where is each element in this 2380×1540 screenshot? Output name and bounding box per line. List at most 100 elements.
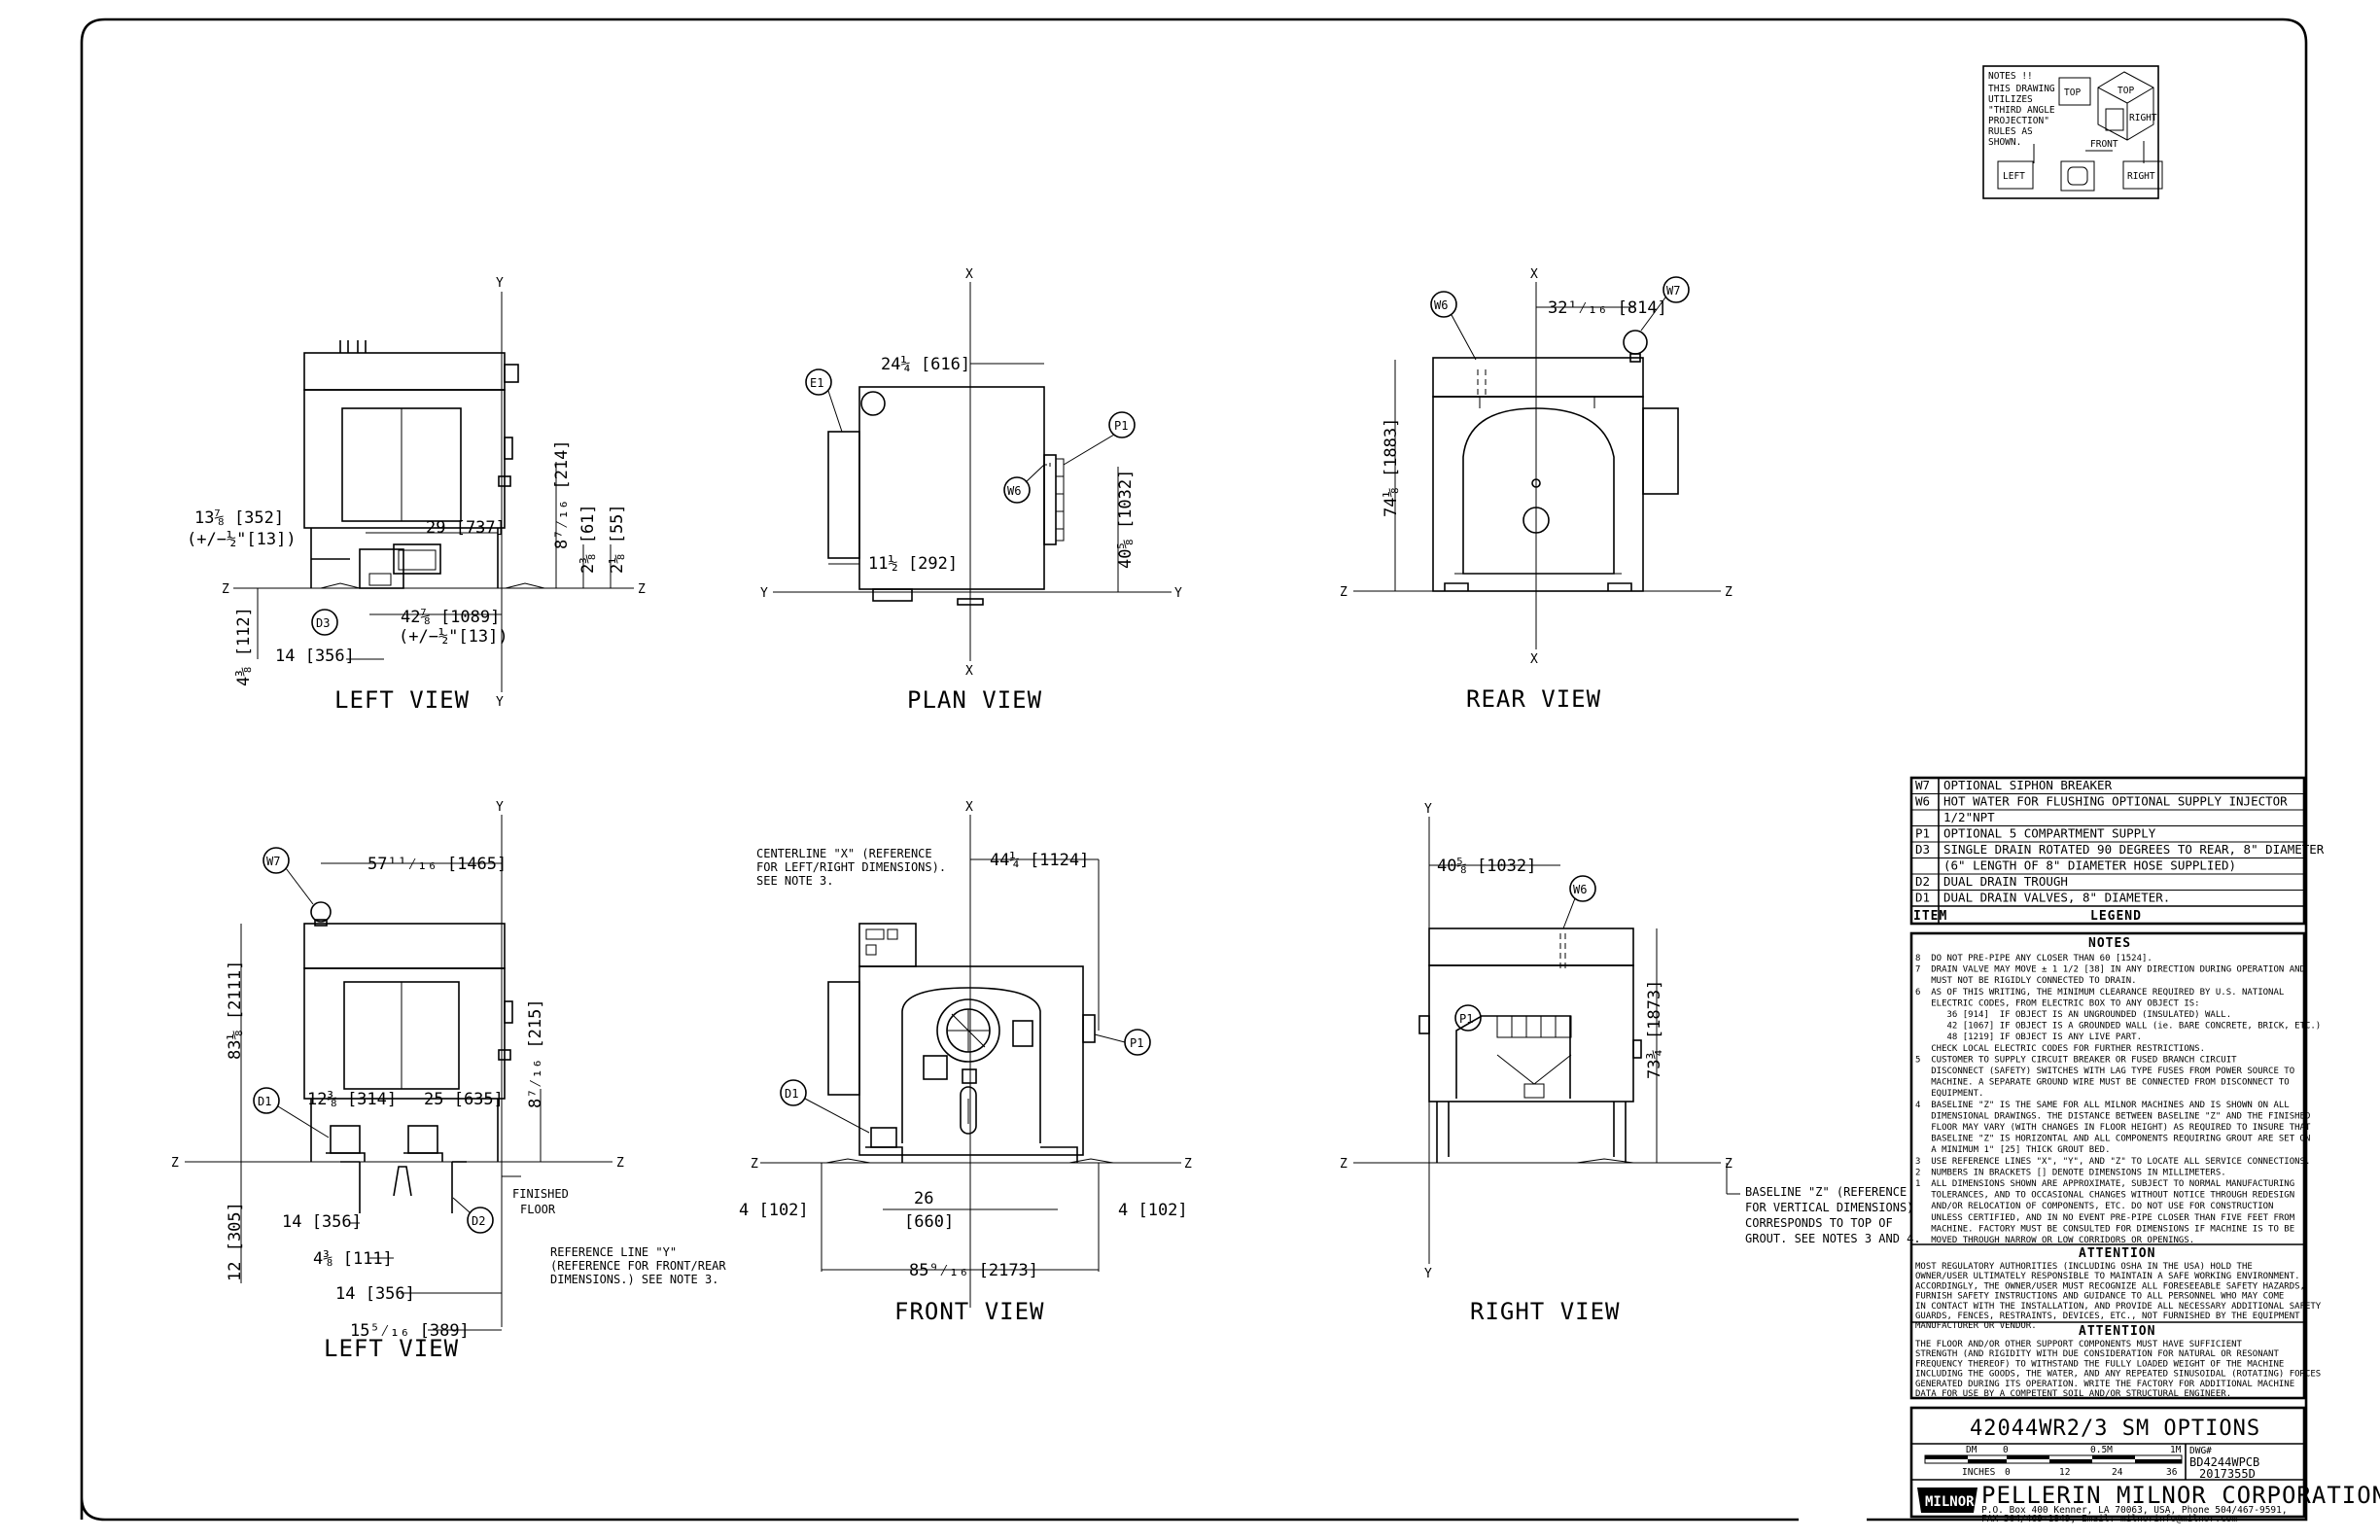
note-line: EQUIPMENT. [1915, 1089, 1983, 1099]
proj-note-line: RULES AS [1988, 126, 2033, 137]
axis-y-label: Y [1424, 802, 1432, 817]
note-line: IN CONTACT WITH THE INSTALLATION, AND PR… [1915, 1302, 2322, 1312]
proj-left-label: LEFT [2003, 171, 2025, 182]
title-block: 42044WR2/3 SM OPTIONS DM 0 0.5M 1M INCHE… [1909, 1406, 2380, 1524]
note-line: GUARDS, FENCES, RESTRAINTS, DEVICES, ETC… [1915, 1312, 2300, 1321]
attention1-header: ATTENTION [2079, 1246, 2155, 1261]
dim-83: 83⅛ [2111] [226, 961, 245, 1060]
axis-x-label: X [1530, 652, 1538, 667]
note-line: GENERATED DURING ITS OPERATION. WRITE TH… [1915, 1380, 2294, 1389]
legend-item-code: D1 [1915, 891, 1930, 905]
attention2-header: ATTENTION [2079, 1324, 2155, 1339]
dim-8: 8⁷⁄₁₆ [214] [552, 439, 572, 549]
dim-15: 15⁵⁄₁₆ [389] [350, 1321, 470, 1341]
dim-13-tol: (+/−½"[13]) [187, 530, 297, 549]
milnor-logo: MILNOR [1917, 1488, 1978, 1513]
note-line: TOLERANCES, AND TO OCCASIONAL CHANGES WI… [1915, 1191, 2294, 1201]
finished-floor-label-2: FLOOR [520, 1203, 556, 1216]
axis-z-label: Z [616, 1156, 624, 1171]
proj-top-label: TOP [2064, 88, 2081, 98]
dim-32: 32¹⁄₁₆ [814] [1548, 298, 1667, 318]
dim-42: 42⅞ [1089] [401, 608, 500, 627]
scale-1m: 1M [2170, 1445, 2182, 1455]
proj-note-line: PROJECTION" [1988, 116, 2049, 126]
note-line: FLOOR MAY VARY (WITH CHANGES IN FLOOR HE… [1915, 1123, 2311, 1133]
dim-40: 40⅝ [1032] [1116, 470, 1136, 569]
legend-item-code: W6 [1915, 794, 1930, 809]
legend-item-description: OPTIONAL 5 COMPARTMENT SUPPLY [1943, 826, 2156, 841]
legend-item-description: SINGLE DRAIN ROTATED 90 DEGREES TO REAR,… [1943, 842, 2325, 857]
note-line: FURNISH SAFETY INSTRUCTIONS AND GUIDANCE… [1915, 1292, 2284, 1302]
note-line: UNLESS CERTIFIED, AND IN NO EVENT PRE-PI… [1915, 1213, 2295, 1223]
axis-z-label: Z [1725, 1157, 1732, 1172]
axis-z-label: Z [222, 582, 229, 597]
note-line: MOST REGULATORY AUTHORITIES (INCLUDING O… [1915, 1262, 2253, 1272]
note-line: 2 NUMBERS IN BRACKETS [] DENOTE DIMENSIO… [1915, 1168, 2226, 1177]
axis-x-label: X [965, 267, 973, 282]
view-title-rear: REAR VIEW [1466, 685, 1601, 713]
axis-y-label: Y [496, 695, 504, 710]
note-line: CHECK LOCAL ELECTRIC CODES FOR FURTHER R… [1915, 1044, 2205, 1054]
axis-y-label: Y [496, 800, 504, 815]
bubble-p1: P1 [1114, 419, 1128, 433]
note-line: FREQUENCY THEREOF) TO WITHSTAND THE FULL… [1915, 1359, 2284, 1369]
proj-note-line: UTILIZES [1988, 94, 2033, 105]
proj-right2-label: RIGHT [2127, 171, 2155, 182]
note-line: A MINIMUM 1" [25] THICK GROUT BED. [1915, 1145, 2110, 1155]
note-line: OWNER/USER ULTIMATELY RESPONSIBLE TO MAI… [1915, 1272, 2300, 1281]
dim-14: 14 [356] [275, 647, 355, 666]
dim-4c: 4 [102] [1118, 1201, 1188, 1220]
baseline-note: BASELINE "Z" (REFERENCE [1745, 1185, 1907, 1199]
dwg-number: BD4244WPCB [2189, 1455, 2259, 1469]
scale-dm: DM [1966, 1445, 1978, 1455]
dwg-revision: 2017355D [2199, 1467, 2256, 1481]
legend-item-code: D3 [1915, 842, 1930, 857]
logo-text: MILNOR [1925, 1494, 1975, 1510]
note-line: 36 [914] IF OBJECT IS AN UNGROUNDED (INS… [1915, 1010, 2231, 1020]
dim-4b: 4⅜ [111] [313, 1249, 393, 1269]
baseline-note-2: FOR VERTICAL DIMENSIONS) [1745, 1201, 1913, 1214]
ref-y-note: REFERENCE LINE "Y" [550, 1245, 677, 1259]
axis-z-label: Z [751, 1157, 758, 1172]
dim-8b: 8⁷⁄₁₆ [215] [526, 998, 545, 1108]
bubble-w6: W6 [1573, 883, 1587, 896]
note-line: STRENGTH (AND RIGIDITY WITH DUE CONSIDER… [1915, 1349, 2279, 1359]
legend-item-description: OPTIONAL SIPHON BREAKER [1943, 778, 2113, 792]
scale-05m: 0.5M [2090, 1445, 2113, 1455]
proj-right-label: RIGHT [2129, 113, 2157, 123]
left-view-top: Y Y Z Z 13⅞ [352] (+/−½"[13]) 29 [737] 8… [187, 276, 646, 714]
scale-i0: 0 [2005, 1467, 2011, 1478]
axis-x-label: X [965, 664, 973, 679]
bubble-p1: P1 [1130, 1036, 1143, 1050]
note-line: MOVED THROUGH NARROW OR LOW CORRIDORS OR… [1915, 1236, 2194, 1245]
finished-floor-label: FINISHED [512, 1187, 569, 1201]
axis-z-label: Z [1725, 585, 1732, 600]
note-line: MACHINE. A SEPARATE GROUND WIRE MUST BE … [1915, 1078, 2290, 1088]
view-title-left-top: LEFT VIEW [334, 686, 470, 714]
bubble-w6: W6 [1007, 484, 1021, 498]
axis-y-label: Y [1424, 1267, 1432, 1281]
bubble-d1: D1 [785, 1087, 798, 1101]
dim-24: 24¼ [616] [881, 355, 970, 374]
axis-z-label: Z [1340, 585, 1348, 600]
legend-item-description: HOT WATER FOR FLUSHING OPTIONAL SUPPLY I… [1943, 794, 2288, 809]
view-title-front: FRONT VIEW [894, 1298, 1045, 1325]
dim-12b: 12 [305] [226, 1202, 245, 1281]
ref-y-note-2: (REFERENCE FOR FRONT/REAR [550, 1259, 726, 1273]
bubble-d3: D3 [316, 616, 330, 630]
axis-x-label: X [965, 800, 973, 815]
dim-29: 29 [737] [426, 518, 506, 538]
note-line: 48 [1219] IF OBJECT IS ANY LIVE PART. [1915, 1032, 2142, 1042]
axis-y-label: Y [760, 586, 768, 601]
note-line: DIMENSIONAL DRAWINGS. THE DISTANCE BETWE… [1915, 1111, 2310, 1121]
bubble-d1: D1 [258, 1095, 271, 1108]
note-line: AND/OR RELOCATION OF COMPONENTS, ETC. DO… [1915, 1202, 2273, 1211]
proj-note-line: THIS DRAWING [1988, 84, 2055, 94]
note-line: 5 CUSTOMER TO SUPPLY CIRCUIT BREAKER OR … [1915, 1055, 2237, 1065]
axis-z-label: Z [638, 582, 646, 597]
note-line: BASELINE "Z" IS HORIZONTAL AND ALL COMPO… [1915, 1135, 2310, 1144]
left-view-bottom: Y Z Z 57¹¹⁄₁₆ [1465] 83⅛ [2111] 8⁷⁄₁₆ [2… [171, 800, 726, 1362]
legend-item-header: ITEM [1913, 909, 1947, 924]
dim-73: 73¾ [1873] [1645, 980, 1664, 1079]
